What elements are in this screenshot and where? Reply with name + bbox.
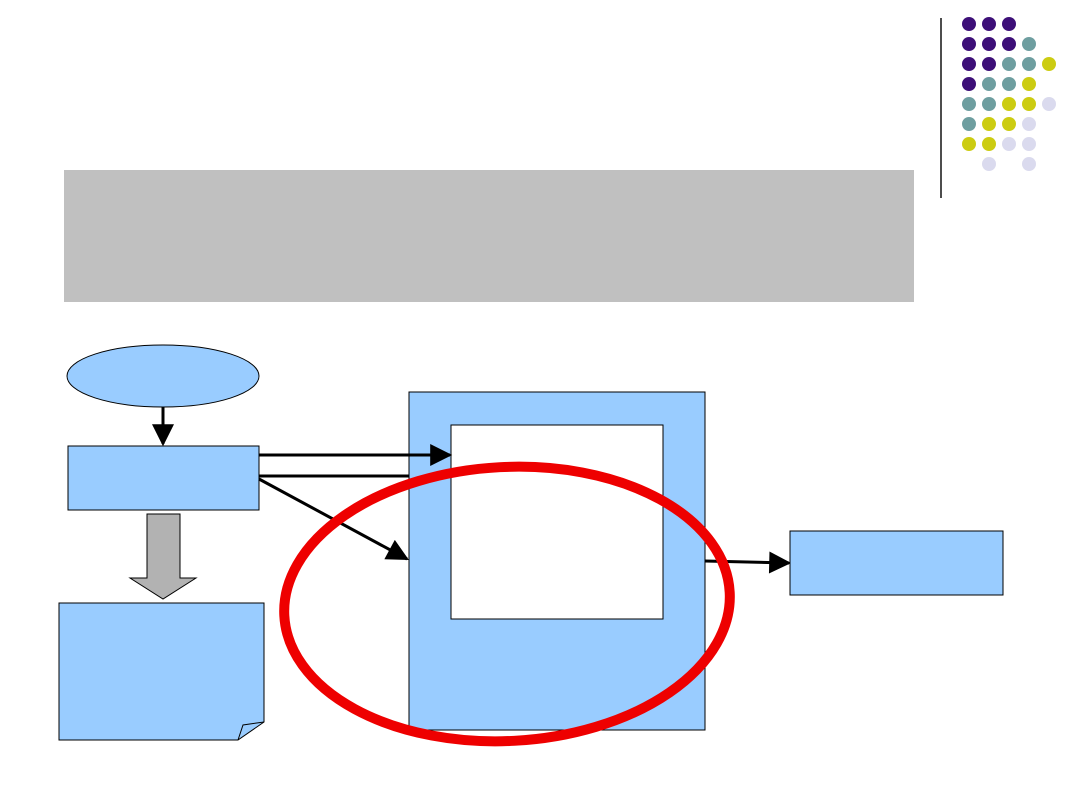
decorative-dot: [1022, 57, 1036, 71]
decorative-dot: [1042, 57, 1056, 71]
decorative-dot: [1022, 157, 1036, 171]
decorative-dot: [982, 77, 996, 91]
decorative-dot: [1022, 77, 1036, 91]
decorative-dot: [982, 137, 996, 151]
decorative-dot: [982, 57, 996, 71]
result-box: [789, 530, 1004, 596]
decorative-dot: [982, 17, 996, 31]
decorative-dot: [1002, 77, 1016, 91]
decorative-dot: [962, 77, 976, 91]
decorative-dot: [1022, 137, 1036, 151]
decorative-dot: [962, 97, 976, 111]
decorative-dot: [982, 157, 996, 171]
decorative-dot: [962, 37, 976, 51]
output-document: [58, 602, 265, 741]
source-ellipse: [66, 344, 260, 408]
decorative-dot: [1002, 37, 1016, 51]
decorative-dot: [982, 97, 996, 111]
inner-panel: [450, 424, 664, 620]
decorative-dot: [1022, 117, 1036, 131]
decorative-dot: [962, 117, 976, 131]
decorative-dot: [962, 137, 976, 151]
decorative-dot: [962, 17, 976, 31]
decorative-dot: [1022, 97, 1036, 111]
input-box: [67, 445, 260, 511]
decorative-dot: [1002, 17, 1016, 31]
decorative-dot: [1002, 117, 1016, 131]
decorative-dot: [1002, 57, 1016, 71]
decorative-divider-line: [940, 18, 942, 198]
decorative-dot: [1042, 97, 1056, 111]
decorative-dot: [982, 37, 996, 51]
decorative-dot: [1022, 37, 1036, 51]
block-arrow-down: [128, 513, 198, 600]
slide-title-band: [64, 170, 914, 302]
decorative-dot: [982, 117, 996, 131]
decorative-dot: [962, 57, 976, 71]
decorative-dot: [1002, 97, 1016, 111]
decorative-dot: [1002, 137, 1016, 151]
highlight-ellipse: [279, 461, 735, 747]
